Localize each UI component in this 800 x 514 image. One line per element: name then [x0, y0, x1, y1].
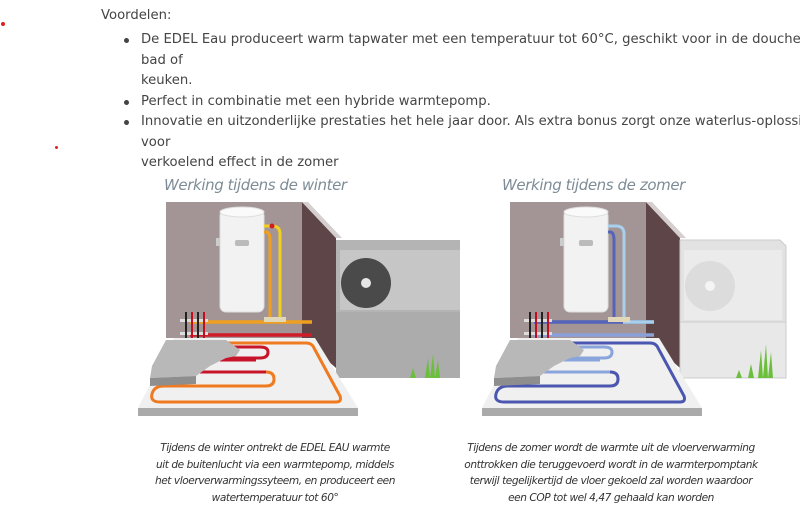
caption-line: Tijdens de zomer wordt de warmte uit de … [467, 442, 755, 454]
summer-caption: Tijdens de zomer wordt de warmte uit de … [456, 440, 766, 506]
wall-edge [646, 202, 686, 238]
caption-line: onttrokken die teruggevoerd wordt in de … [464, 458, 758, 471]
winter-title: Werking tijdens de winter [164, 176, 347, 194]
floor-heating-loop-inner [200, 345, 270, 374]
summer-diagram [482, 202, 787, 416]
wall-side [646, 202, 680, 368]
advantage-text: Innovatie en uitzonderlijke prestaties h… [141, 114, 800, 150]
summer-title: Werking tijdens de zomer [502, 176, 685, 194]
caption-line: Tijdens de winter ontrekt de EDEL EAU wa… [160, 442, 390, 454]
tank-return-pipe [608, 230, 616, 318]
advantage-text: Perfect in combinatie met een hybride wa… [141, 93, 491, 109]
grass-icon [410, 354, 440, 378]
winter-caption: Tijdens de winter ontrekt de EDEL EAU wa… [130, 440, 420, 506]
advantages-list: De EDEL Eau produceert warm tapwater met… [101, 30, 800, 174]
wall-edge [302, 202, 342, 238]
grass-icon [736, 344, 773, 378]
advantage-item: Innovatie en uitzonderlijke prestaties h… [124, 112, 800, 174]
screed-cutaway [494, 340, 584, 378]
advantage-item: Perfect in combinatie met een hybride wa… [124, 92, 800, 113]
floor-heating-loop-outer [150, 341, 342, 404]
advantage-text: verkoelend effect in de zomer [141, 155, 339, 170]
floor-heating-loop-inner [544, 345, 614, 374]
wall-side [302, 202, 336, 368]
red-marker-dot [1, 22, 5, 26]
summer-illustration: Werking tijdens de zomer [464, 170, 798, 510]
caption-line: het vloerverwarmingssyteem, en produceer… [154, 475, 396, 487]
advantages-heading: Voordelen: [101, 8, 172, 23]
boiler-tank [216, 206, 265, 313]
manifold [524, 312, 552, 340]
floor-heating-loop-outer [494, 341, 686, 404]
caption-line: watertemperatuur tot 60° [211, 491, 339, 504]
advantage-item: De EDEL Eau produceert warm tapwater met… [124, 30, 800, 92]
manifold [180, 312, 208, 340]
hot-water-pipe [608, 224, 626, 318]
tank-return-pipe [264, 230, 272, 318]
boiler-tank [560, 206, 609, 313]
screed-cutaway [150, 340, 240, 378]
advantage-text: keuken. [141, 73, 193, 88]
caption-line: uit de buitenlucht via een warmtepomp, m… [156, 458, 394, 471]
caption-line: een COP tot wel 4,47 gehaald kan worden [508, 491, 714, 504]
heat-pump-outdoor-unit [336, 240, 460, 378]
advantage-text: De EDEL Eau produceert warm tapwater met… [141, 32, 800, 68]
winter-diagram [138, 202, 460, 416]
heat-pump-outdoor-unit [679, 239, 787, 379]
winter-illustration: Werking tijdens de winter [130, 170, 460, 510]
caption-line: terwijl tegelijkertijd de vloer gekoeld … [469, 475, 753, 487]
red-marker-dot [55, 146, 58, 149]
